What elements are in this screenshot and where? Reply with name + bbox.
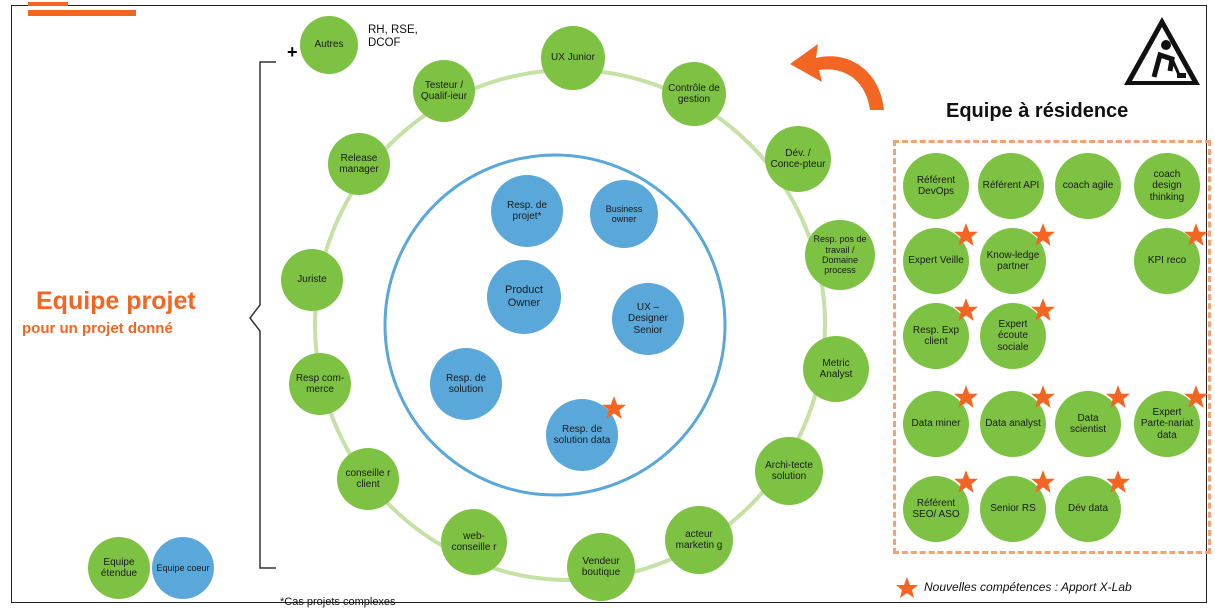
diagram-frame: [11, 5, 1207, 603]
res-senior-rs: Senior RS: [980, 476, 1046, 542]
res-ref-devops: Référent DevOps: [903, 153, 969, 219]
residence-box: [893, 140, 1211, 554]
legend-new-skills: Nouvelles compétences : Apport X-Lab: [924, 580, 1132, 594]
core-resp-projet: Resp. de projet*: [491, 175, 563, 247]
res-expert-ecoute: Expert écoute sociale: [980, 303, 1046, 369]
star-icon: [602, 396, 626, 419]
star-icon: [1184, 223, 1208, 246]
role-acteur-marketing: acteur marketin g: [665, 506, 733, 574]
res-knowledge-partner: Know-ledge partner: [980, 228, 1046, 294]
extra-roles: RH, RSE, DCOF: [368, 24, 418, 49]
res-resp-exp-client: Resp. Exp client: [903, 303, 969, 369]
role-metric-analyst: Metric Analyst: [803, 336, 869, 402]
star-icon: [1031, 385, 1055, 408]
core-resp-solution-data: Resp. de solution data: [546, 399, 618, 471]
res-data-scientist: Data scientist: [1055, 391, 1121, 457]
res-dev-data: Dév data: [1055, 476, 1121, 542]
star-icon: [954, 385, 978, 408]
legend-equipe-etendue: Equipe étendue: [88, 537, 150, 599]
role-dev-concepteur: Dév. / Conce-pteur: [765, 126, 831, 192]
core-ux-designer: UX – Designer Senior: [612, 283, 684, 355]
res-kpi-reco: KPI reco: [1134, 228, 1200, 294]
res-coach-design: coach design thinking: [1134, 153, 1200, 219]
res-expert-veille: Expert Veille: [903, 228, 969, 294]
construction-warning-icon: [1124, 17, 1200, 85]
role-controle-gestion: Contrôle de gestion: [662, 62, 726, 126]
star-icon: [954, 298, 978, 321]
role-vendeur-boutique: Vendeur boutique: [567, 533, 635, 601]
core-product-owner: Product Owner: [487, 260, 561, 334]
core-business-owner: Business owner: [590, 180, 658, 248]
res-expert-partenariat: Expert Parte-nariat data: [1134, 391, 1200, 457]
role-conseiller-client: conseille r client: [337, 448, 399, 510]
legend-equipe-coeur: Equipe coeur: [152, 537, 214, 599]
project-team-title: Equipe projet: [36, 287, 196, 315]
role-web-conseiller: web-conseille r: [441, 509, 507, 575]
star-icon: [1106, 470, 1130, 493]
star-icon: [1184, 385, 1208, 408]
role-testeur: Testeur / Qualif-ieur: [413, 60, 475, 122]
star-icon: [896, 577, 918, 598]
top-accent-bar-2: [28, 10, 136, 16]
role-juriste: Juriste: [281, 249, 343, 311]
res-ref-seo: Référent SEO/ ASO: [903, 476, 969, 542]
role-autres: Autres: [300, 16, 358, 74]
top-accent-bar: [28, 2, 68, 6]
role-resp-commerce: Resp com-merce: [289, 353, 351, 415]
plus-sign: +: [287, 42, 298, 62]
star-icon: [954, 223, 978, 246]
residence-title: Equipe à résidence: [946, 100, 1129, 122]
footnote: *Cas projets complexes: [280, 596, 396, 608]
curved-arrow-icon: [790, 44, 884, 110]
core-resp-solution: Resp. de solution: [430, 348, 502, 420]
res-coach-agile: coach agile: [1055, 153, 1121, 219]
role-ux-junior: UX Junior: [541, 26, 605, 90]
star-icon: [1031, 223, 1055, 246]
role-architecte: Archi-tecte solution: [755, 437, 823, 505]
role-release-manager: Release manager: [328, 133, 390, 195]
res-data-analyst: Data analyst: [980, 391, 1046, 457]
res-ref-api: Référent API: [978, 153, 1044, 219]
star-icon: [1106, 385, 1130, 408]
project-team-subtitle: pour un projet donné: [22, 320, 173, 337]
star-icon: [1031, 470, 1055, 493]
res-data-miner: Data miner: [903, 391, 969, 457]
role-resp-pos-travail: Resp. pos de travail / Domaine process: [805, 220, 875, 290]
star-icon: [1031, 298, 1055, 321]
star-icon: [954, 470, 978, 493]
